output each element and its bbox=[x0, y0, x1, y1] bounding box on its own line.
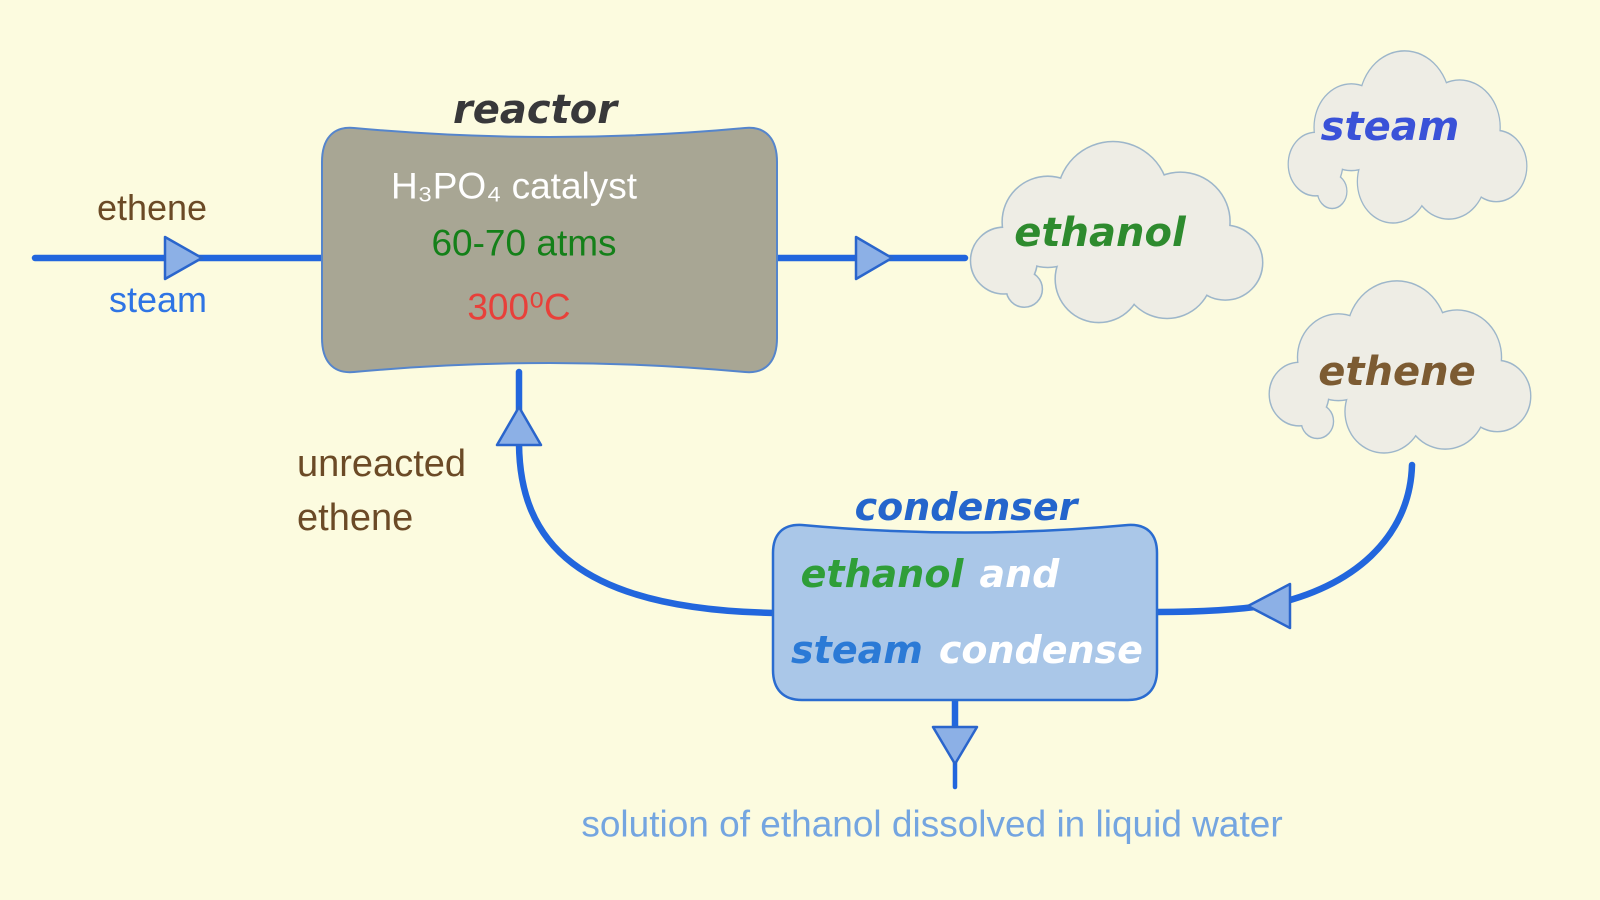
condenser-output-arrowhead-icon bbox=[931, 725, 979, 766]
ethanol-cloud-label: ethanol bbox=[1014, 210, 1186, 256]
condenser-word-and: and bbox=[979, 552, 1060, 596]
unreacted-ethene-label: unreacted ethene bbox=[297, 437, 466, 545]
recycle-line bbox=[515, 368, 781, 617]
condenser-text-line2: steam condense bbox=[791, 631, 1143, 669]
ethene-cloud-label: ethene bbox=[1318, 349, 1476, 395]
condenser-text-line1: ethanol and bbox=[801, 555, 1060, 593]
unreacted-ethene-line1: unreacted bbox=[297, 443, 467, 485]
condenser-word-condense: condense bbox=[938, 628, 1143, 672]
ethene-return-line bbox=[1153, 461, 1416, 616]
condenser-word-steam: steam bbox=[791, 628, 923, 672]
condenser-title: condenser bbox=[854, 485, 1078, 529]
recycle-arrowhead-icon bbox=[495, 405, 543, 447]
unreacted-ethene-line2: ethene bbox=[297, 497, 414, 539]
reactor-temperature-line: 300⁰C bbox=[467, 286, 571, 328]
reactor-box-shape bbox=[321, 126, 778, 374]
condenser-word-ethanol: ethanol bbox=[800, 552, 964, 596]
condenser-box-shape bbox=[771, 523, 1159, 702]
reactor-pressure-line: 60-70 atms bbox=[431, 222, 617, 264]
reactor-catalyst-line: H₃PO₄ catalyst bbox=[390, 165, 638, 207]
feed-arrowhead-icon bbox=[163, 235, 204, 281]
feed-steam-label: steam bbox=[108, 279, 208, 320]
ethene-return-arrowhead-icon bbox=[1246, 582, 1292, 630]
feed-ethene-label: ethene bbox=[96, 187, 208, 228]
solution-output-label: solution of ethanol dissolved in liquid … bbox=[581, 803, 1283, 845]
output-arrowhead-icon bbox=[854, 235, 894, 281]
steam-cloud-label: steam bbox=[1320, 104, 1460, 150]
reactor-title: reactor bbox=[453, 87, 617, 133]
